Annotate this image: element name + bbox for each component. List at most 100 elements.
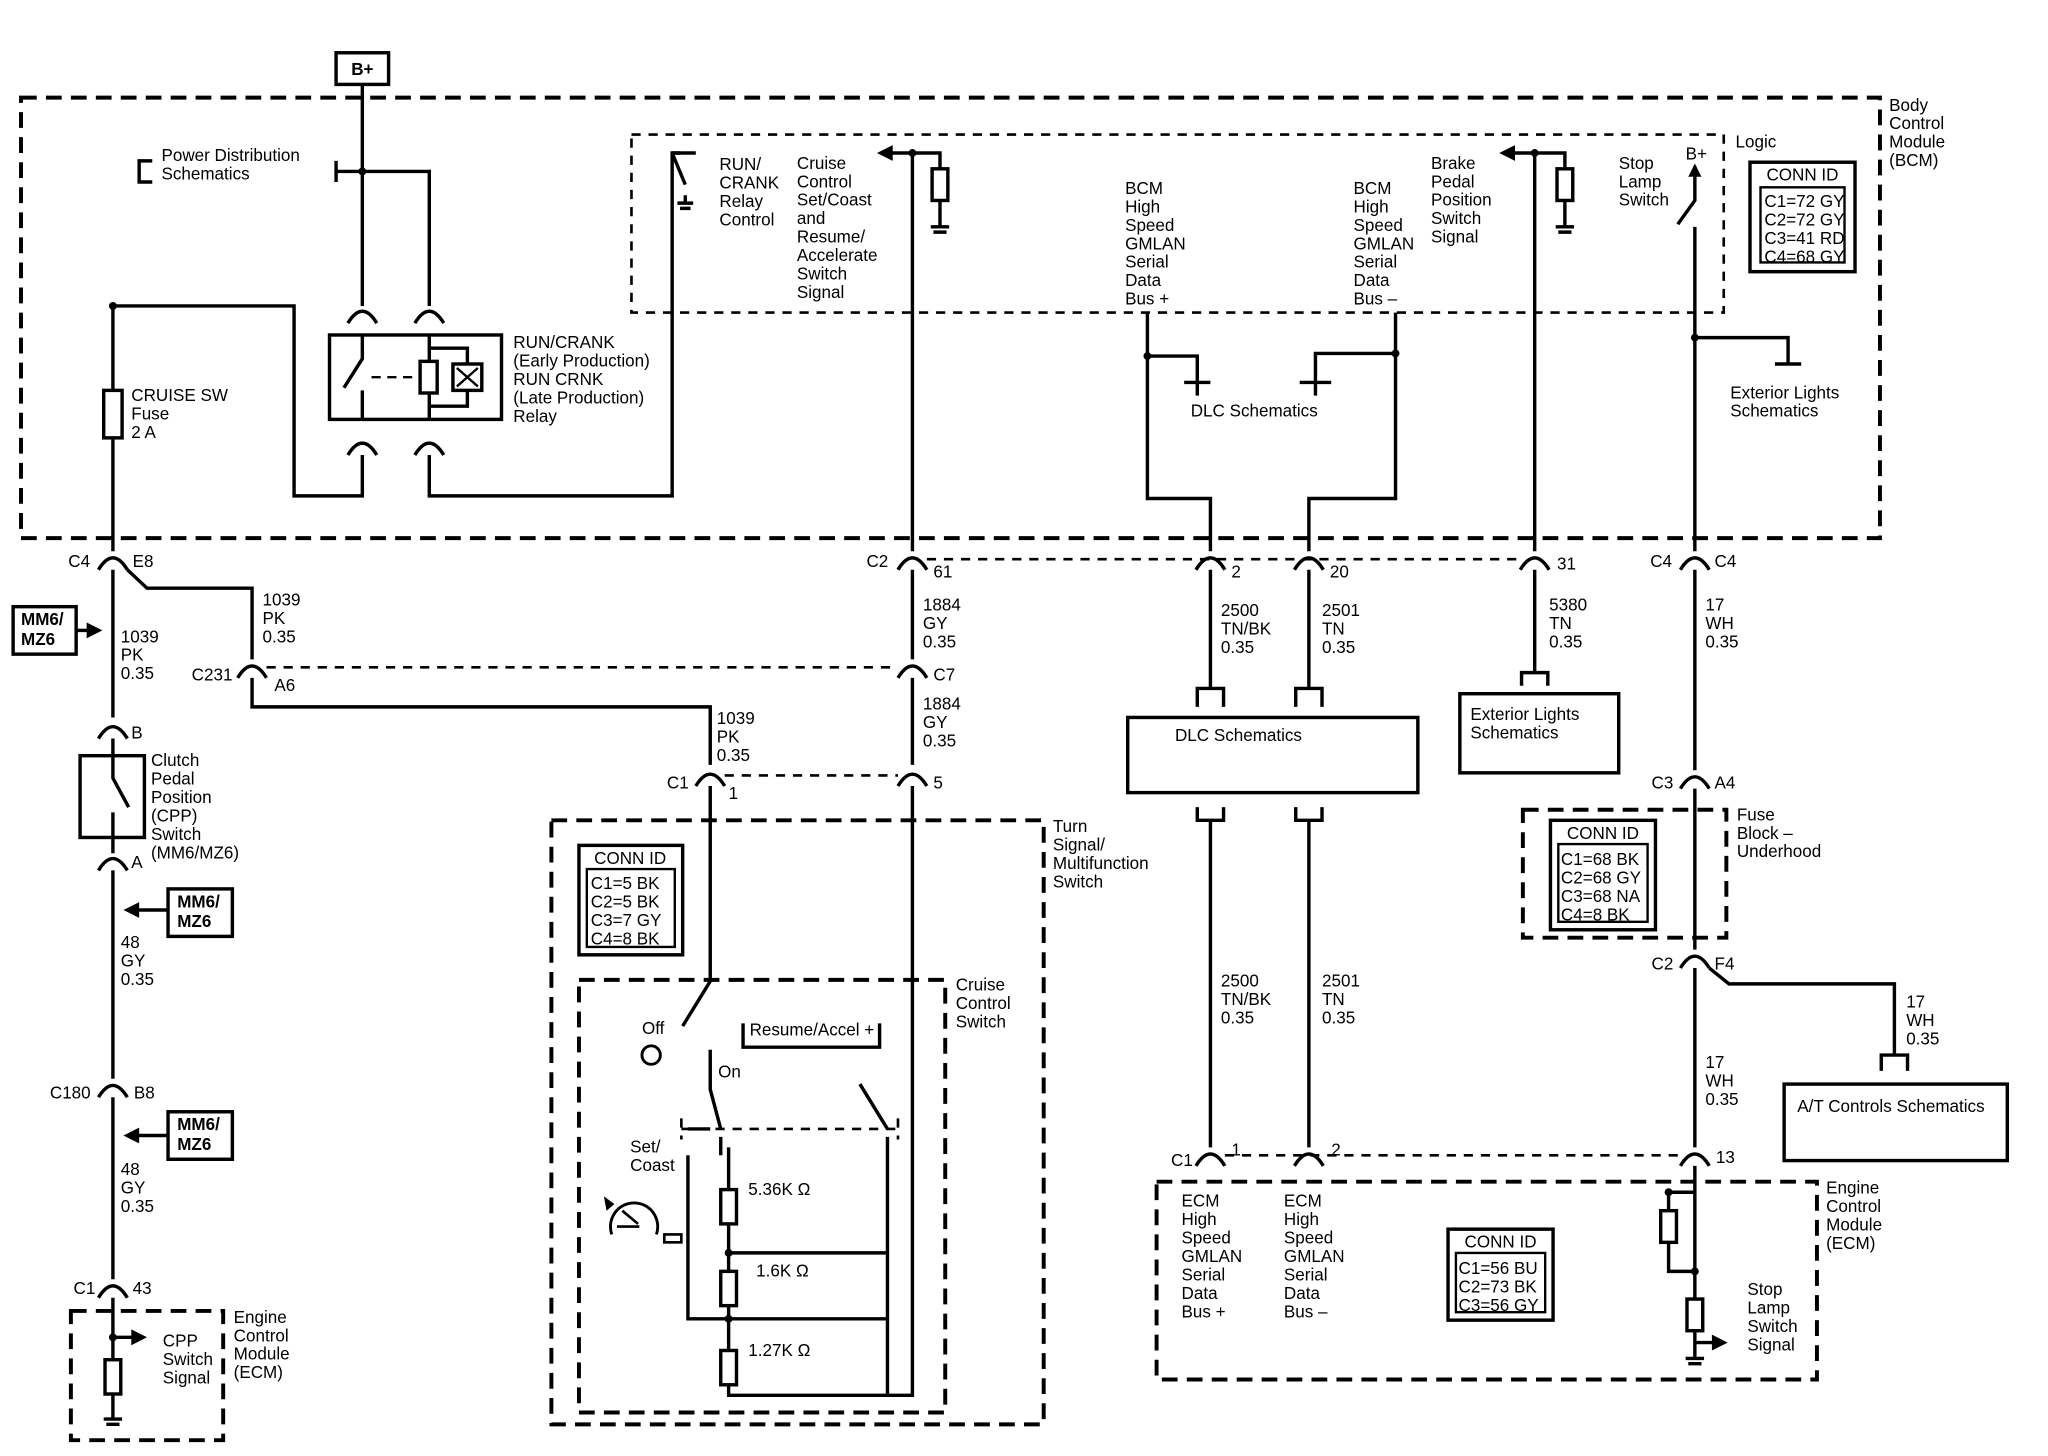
conn-pin-5-tsm: 5 (933, 774, 942, 793)
conn-c1-ecm: C1 (1171, 1151, 1193, 1170)
b-plus-label: B+ (351, 60, 373, 79)
ecm-left-signal-arrowhead (131, 1329, 148, 1346)
resistor-5-36k-label: 5.36K Ω (748, 1180, 810, 1199)
bcm-dlc-branches (1147, 351, 1396, 396)
cruise-on-label: On (718, 1062, 741, 1081)
wire-17-ecm-label: 17 WH 0.35 (1705, 1053, 1738, 1109)
ecm-conn-id-title: CONN ID (1465, 1233, 1537, 1252)
ecm-gmlan-minus-label: ECM High Speed GMLAN Serial Data Bus – (1284, 1192, 1349, 1322)
bcm-gmlan-minus-splice (1391, 349, 1400, 358)
option-tag-3-arrowhead (123, 1127, 140, 1144)
conn-c4-right-b: C4 (1715, 552, 1737, 571)
wire-2500-bottom-label: 2500 TN/BK 0.35 (1221, 971, 1276, 1027)
option-tag-3-text: MM6/ MZ6 (177, 1115, 224, 1154)
conn-pin-31: 31 (1557, 555, 1576, 574)
resistor-5-36k (719, 1187, 739, 1226)
bcm-logic-label: Logic (1736, 133, 1777, 152)
conn-c1-ecm-left: C1 (74, 1279, 96, 1298)
brake-pullup (1534, 151, 1575, 234)
conn-c7: C7 (933, 665, 955, 684)
tsm-connector-c1 (694, 772, 929, 787)
conn-c231: C231 (192, 665, 233, 684)
stop-lamp-b-plus: B+ (1686, 145, 1707, 164)
ecm-stop-lamp-signal-label: Stop Lamp Switch Signal (1747, 1280, 1802, 1354)
conn-c4-left: C4 (68, 552, 90, 571)
ecm-gmlan-plus-label: ECM High Speed GMLAN Serial Data Bus + (1182, 1192, 1247, 1322)
fuse-block-conn-id-rows: C1=68 BK C2=68 GY C3=68 NA C4=8 BK (1561, 850, 1646, 924)
conn-a6: A6 (274, 676, 295, 695)
fuse-block-title: Fuse Block – Underhood (1737, 805, 1821, 861)
wire-48-a: 48 GY 0.35 (121, 933, 154, 989)
bcm-logic-boundary (630, 133, 1726, 314)
brake-signal-arrowhead (1499, 145, 1515, 161)
conn-e8: E8 (133, 552, 154, 571)
bcm-gmlan-minus-wire (1307, 312, 1398, 552)
dlc-schematics-label: DLC Schematics (1175, 726, 1302, 745)
relay-coil-wires (427, 334, 470, 420)
wire-2501-top (1294, 569, 1324, 707)
bcm-conn-id-title: CONN ID (1766, 166, 1838, 185)
dlc-schematics-box (1126, 715, 1420, 795)
power-distribution-branch-left (137, 159, 153, 184)
ecm-left-title: Engine Control Module (ECM) (234, 1308, 295, 1382)
cruise-pullup-splice (908, 149, 917, 157)
wire-48-b: 48 GY 0.35 (121, 1160, 154, 1216)
bcm-conn-id-box (1748, 160, 1857, 274)
relay-bottom-wires (112, 151, 681, 498)
at-controls-label: A/T Controls Schematics (1797, 1097, 1984, 1116)
exterior-lights-label: Exterior Lights Schematics (1470, 705, 1584, 743)
conn-c180: C180 (50, 1084, 91, 1103)
wire-2500-top (1195, 569, 1226, 707)
option-tag-1 (11, 604, 78, 656)
exterior-lights-branch (1694, 335, 1802, 366)
c231-connector (236, 664, 929, 679)
ecm-stop-lamp-splice-mid (1690, 1267, 1699, 1276)
conn-b8: B8 (134, 1084, 155, 1103)
ecm-right-boundary (1154, 1179, 1819, 1382)
b-plus-terminal (334, 51, 391, 87)
cpp-switch-contact (111, 738, 131, 854)
cpp-switch-label: Clutch Pedal Position (CPP) Switch (MM6/… (151, 751, 239, 862)
tsm-conn-id-divider (585, 867, 676, 949)
bcm-exterior-lights-label: Exterior Lights Schematics (1730, 383, 1844, 421)
ecm-conn-id-box (1446, 1227, 1555, 1322)
resistor-1-6k (719, 1269, 739, 1308)
conn-pin-1-ecm: 1 (1231, 1140, 1240, 1159)
ecm-left-boundary (68, 1308, 226, 1443)
stop-lamp-b-plus-arrow (1688, 163, 1702, 177)
b-plus-splice (358, 167, 367, 176)
ecm-left-connector (97, 1284, 129, 1299)
wire-2501-bottom-label: 2501 TN 0.35 (1322, 971, 1365, 1027)
option-tag-1-text: MM6/ MZ6 (21, 610, 68, 649)
cruise-pullup-resistor (930, 167, 950, 203)
wire-17-top-label: 17 WH 0.35 (1705, 596, 1738, 652)
set-coast-label: Set/ Coast (630, 1138, 675, 1176)
relay-connector-bottom-right (413, 441, 446, 456)
conn-c2: C2 (866, 552, 888, 571)
ecm-stop-lamp-pullup (1659, 1208, 1679, 1245)
exterior-lights-splice (1690, 333, 1699, 342)
ecm-conn-id-divider (1454, 1251, 1547, 1314)
cruise-power-wire (681, 786, 712, 1027)
fuse-splice (108, 302, 117, 310)
ecm-stop-lamp-signal-arrowhead (1711, 1334, 1728, 1351)
relay-contact (342, 334, 365, 420)
cruise-off-terminal (640, 1044, 662, 1066)
cruise-pullup (912, 151, 950, 234)
bcm-connector-row (97, 556, 1711, 571)
turn-signal-switch-boundary (549, 818, 1046, 1427)
turn-signal-switch-title: Turn Signal/ Multifunction Switch (1053, 817, 1153, 891)
wire-17-at-label: 17 WH 0.35 (1906, 993, 1939, 1049)
wire-2500-top-label: 2500 TN/BK 0.35 (1221, 601, 1276, 657)
stop-lamp-switch-label: Stop Lamp Switch (1619, 154, 1669, 210)
wire-2501-top-label: 2501 TN 0.35 (1322, 601, 1365, 657)
cruise-fuse-label: CRUISE SW Fuse 2 A (131, 386, 232, 442)
ecm-stop-lamp-splice-top (1664, 1188, 1673, 1197)
power-distribution-branch (334, 160, 363, 182)
bcm-gmlan-minus-label: BCM High Speed GMLAN Serial Data Bus – (1354, 179, 1419, 309)
bcm-gmlan-plus-wire (1145, 312, 1213, 552)
bcm-conn-id-rows: C1=72 GY C2=72 GY C3=41 RD C4=68 GY (1764, 192, 1849, 266)
wire-5380-label: 5380 TN 0.35 (1549, 596, 1592, 652)
run-crank-relay-control-label: RUN/ CRANK Relay Control (719, 155, 783, 229)
bcm-gmlan-plus-splice (1143, 352, 1152, 361)
